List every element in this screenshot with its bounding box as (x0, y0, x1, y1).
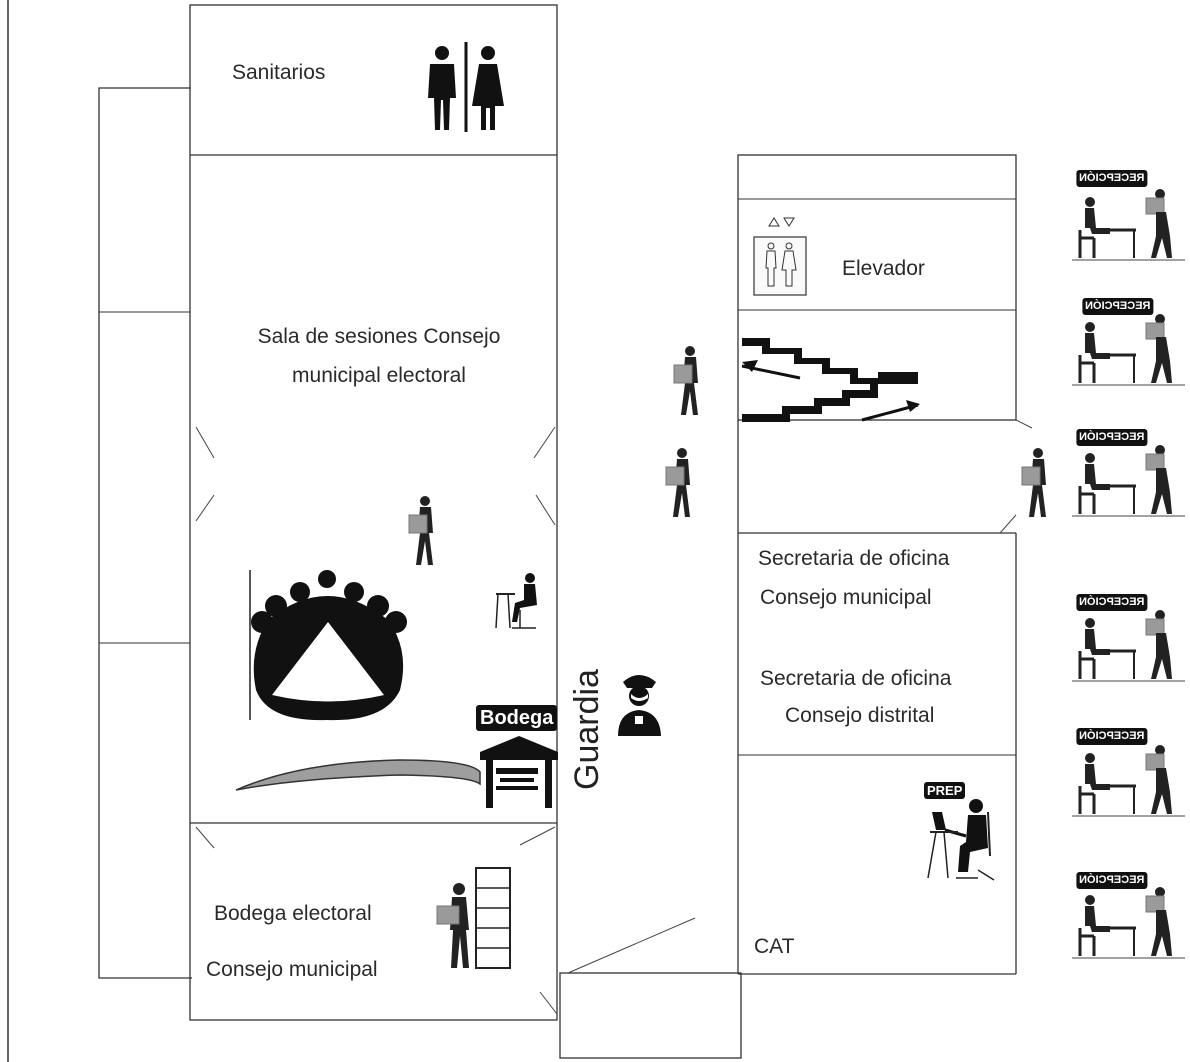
box-carrier-icon (665, 447, 691, 518)
recepcion-tag: RECEPCIÓN (1076, 429, 1148, 446)
reception-icon (1070, 885, 1187, 960)
room-label-bodega-electoral-line2: Consejo municipal (206, 958, 378, 981)
room-label-sala-line2: municipal electoral (292, 364, 466, 387)
prep-tag: PREP (924, 782, 966, 799)
room-label-sala-line1: Sala de sesiones Consejo (257, 325, 501, 348)
shelf-icon (475, 867, 511, 969)
recepcion-tag: RECEPCIÓN (1076, 594, 1148, 611)
room-label-elevador: Elevador (842, 257, 925, 280)
bodega-tag: Bodega (476, 705, 558, 731)
meeting-table-icon (249, 570, 407, 721)
guard-icon (618, 675, 661, 736)
room-label-secretaria-distrital-line2: Consejo distrital (785, 704, 935, 727)
desk-worker-icon (495, 573, 537, 629)
room-label-cat: CAT (754, 935, 795, 958)
room-label-sanitarios: Sanitarios (232, 61, 326, 84)
room-label-bodega-electoral-line1: Bodega electoral (214, 902, 372, 925)
reception-icon (1070, 608, 1187, 683)
room-label-secretaria-municipal-line2: Consejo municipal (760, 586, 932, 609)
elevator-icon (753, 217, 807, 296)
computer-worker-icon (927, 799, 995, 881)
stairs-icon (741, 338, 920, 422)
reception-icon (1070, 312, 1187, 387)
recepcion-tag: RECEPCIÓN (1082, 298, 1154, 315)
recepcion-tag: RECEPCIÓN (1076, 170, 1148, 187)
warehouse-icon (480, 736, 558, 808)
reception-icon (1070, 743, 1187, 818)
recepcion-tag: RECEPCIÓN (1076, 728, 1148, 745)
recepcion-tag: RECEPCIÓN (1076, 872, 1148, 889)
box-carrier-icon (1021, 447, 1047, 518)
box-carrier-icon (408, 495, 434, 566)
reception-icon (1070, 443, 1187, 518)
room-label-secretaria-municipal-line1: Secretaria de oficina (758, 547, 950, 570)
reception-icon (1070, 187, 1187, 262)
restroom-icon (428, 42, 504, 132)
box-carrier-icon (436, 883, 469, 968)
room-label-secretaria-distrital-line1: Secretaria de oficina (760, 667, 952, 690)
box-carrier-icon (673, 345, 699, 416)
room-label-guardia: Guardia (568, 669, 606, 790)
